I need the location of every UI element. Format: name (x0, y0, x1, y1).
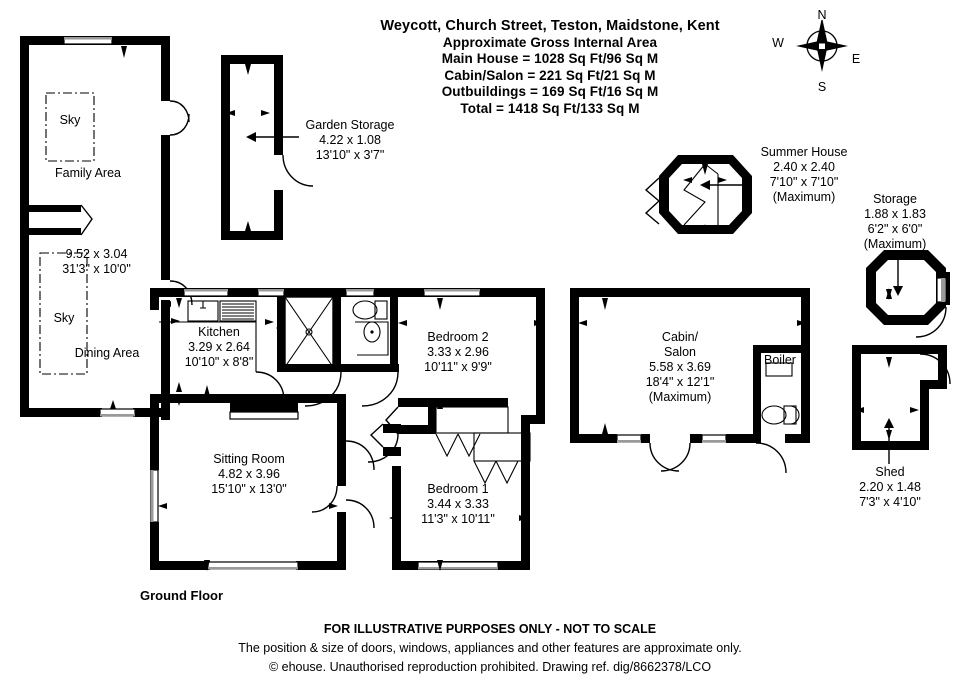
compass-rose (796, 19, 848, 72)
dining-dim-imperial: 31'3" x 10'0" (62, 262, 131, 276)
footer-disclaimer: FOR ILLUSTRATIVE PURPOSES ONLY - NOT TO … (0, 620, 980, 677)
garden-storage-dim-imperial: 13'10" x 3'7" (315, 148, 385, 162)
bedroom2-dim-metric: 3.33 x 2.96 (427, 345, 489, 359)
main-house-walls (20, 36, 170, 420)
bedroom1-dim-imperial: 11'3" x 10'11" (421, 512, 495, 526)
compass-east-label: E (851, 52, 861, 66)
room-label-bedroom-1: Bedroom 1 (427, 482, 489, 496)
area-cabin-salon: Cabin/Salon = 221 Sq Ft/21 Sq M (444, 67, 656, 83)
cabin-dim-imperial: 18'4" x 12'1" (645, 375, 715, 389)
room-label-storage: Storage (873, 192, 917, 206)
leader-lines (246, 132, 903, 464)
footer-line-1: FOR ILLUSTRATIVE PURPOSES ONLY - NOT TO … (323, 622, 657, 636)
garden-storage-walls (221, 55, 314, 240)
bedroom2-dim-imperial: 10'11" x 9'9" (424, 360, 492, 374)
room-label-family-area: Family Area (55, 166, 121, 180)
floor-level-label: Ground Floor (140, 588, 224, 603)
storage-note: (Maximum) (863, 237, 927, 251)
sitting-room-dim-metric: 4.82 x 3.96 (218, 467, 280, 481)
room-label-summer-house: Summer House (760, 145, 848, 159)
cabin-dim-metric: 5.58 x 3.69 (649, 360, 711, 374)
footer-line-3: © ehouse. Unauthorised reproduction proh… (268, 660, 712, 674)
storage-walls (866, 250, 950, 338)
summer-house-dim-metric: 2.40 x 2.40 (773, 160, 835, 174)
area-outbuildings: Outbuildings = 169 Sq Ft/16 Sq M (441, 84, 659, 99)
storage-dim-metric: 1.88 x 1.83 (864, 207, 926, 221)
compass-west-label: W (772, 36, 784, 50)
sky-label-family: Sky (59, 113, 81, 127)
room-label-bedroom-2: Bedroom 2 (427, 330, 489, 344)
shed-walls (852, 345, 951, 450)
room-label-shed: Shed (875, 465, 905, 479)
room-label-garden-storage: Garden Storage (305, 118, 395, 132)
sitting-room-dim-imperial: 15'10" x 13'0" (211, 482, 287, 496)
sky-void-dining (39, 252, 88, 375)
summer-house-note: (Maximum) (772, 190, 836, 204)
middle-block-walls (150, 288, 545, 570)
dining-dim-metric: 9.52 x 3.04 (65, 247, 128, 261)
area-heading: Approximate Gross Internal Area (442, 34, 658, 50)
kitchen-dim-metric: 3.29 x 2.64 (188, 340, 250, 354)
storage-dim-imperial: 6'2" x 6'0" (867, 222, 923, 236)
garden-storage-dim-metric: 4.22 x 1.08 (319, 133, 381, 147)
area-total: Total = 1418 Sq Ft/133 Sq M (460, 100, 640, 116)
compass-north-label: N (817, 8, 827, 22)
door-swings-family (169, 100, 193, 306)
sky-void-family (45, 92, 95, 162)
room-label-dining-area: Dining Area (74, 346, 140, 360)
shed-dim-imperial: 7'3" x 4'10" (859, 495, 921, 509)
title-block: Weycott, Church Street, Teston, Maidston… (330, 18, 770, 117)
property-address: Weycott, Church Street, Teston, Maidston… (380, 18, 720, 34)
cabin-salon-walls (570, 288, 810, 474)
room-label-boiler: Boiler (764, 353, 796, 367)
room-label-cabin-line2: Salon (664, 345, 696, 359)
room-label-kitchen: Kitchen (198, 325, 240, 339)
shed-dim-metric: 2.20 x 1.48 (859, 480, 921, 494)
cabin-note: (Maximum) (648, 390, 712, 404)
compass-south-label: S (817, 80, 827, 94)
footer-line-2: The position & size of doors, windows, a… (238, 641, 742, 655)
area-main-house: Main House = 1028 Sq Ft/96 Sq M (441, 51, 659, 66)
sky-label-dining: Sky (53, 311, 75, 325)
summer-house-dim-imperial: 7'10" x 7'10" (769, 175, 839, 189)
bedroom1-dim-metric: 3.44 x 3.33 (427, 497, 489, 511)
wardrobe-symbols (435, 433, 519, 485)
sitting-room-walls (150, 394, 375, 570)
kitchen-dim-imperial: 10'10" x 8'8" (184, 355, 254, 369)
room-label-cabin-line1: Cabin/ (661, 330, 699, 344)
room-label-sitting-room: Sitting Room (213, 452, 285, 466)
summer-house-walls (644, 155, 752, 234)
